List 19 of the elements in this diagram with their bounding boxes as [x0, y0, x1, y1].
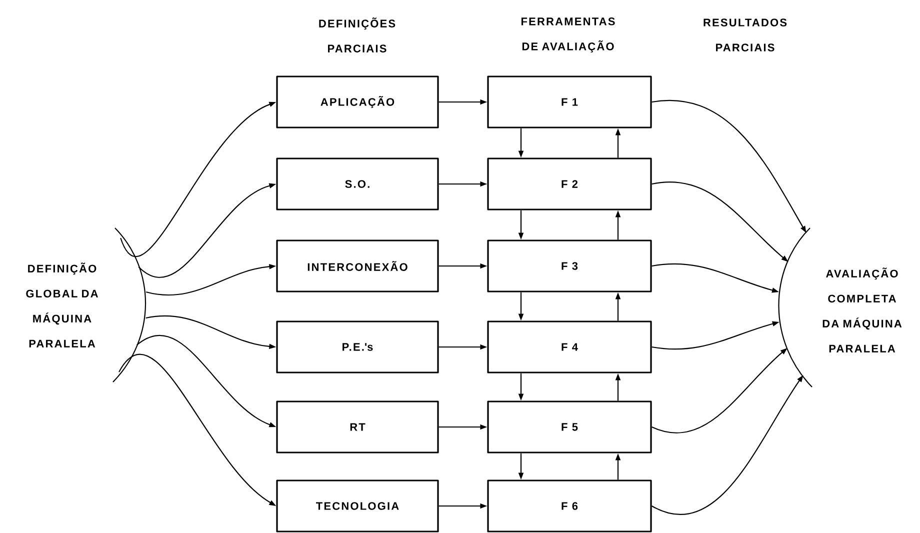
process-box: INTERCONEXÃO [276, 240, 439, 292]
process-box: F 3 [487, 240, 652, 292]
process-box: TECNOLOGIA [276, 480, 439, 532]
process-box: RT [276, 400, 439, 454]
evaluation-arc [778, 228, 812, 388]
process-box: F 2 [487, 158, 652, 210]
process-box: F 1 [487, 76, 652, 128]
process-box: P.E.'s [276, 320, 439, 374]
node-text: AVALIAÇÃO COMPLETA DA MÁQUINA PARALELA [822, 268, 902, 352]
column-heading: DEFINIÇÕES PARCIAIS [319, 18, 396, 52]
process-box: F 6 [487, 480, 652, 532]
column-heading: RESULTADOS PARCIAIS [704, 18, 787, 52]
process-box: F 5 [487, 400, 652, 454]
process-box: F 4 [487, 320, 652, 374]
node-text: DEFINIÇÃO GLOBAL DA MÁQUINA PARALELA [26, 262, 98, 348]
definition-arc [112, 228, 146, 382]
column-heading: FERRAMENTAS DE AVALIAÇÃO [522, 18, 615, 52]
process-box: APLICAÇÃO [276, 76, 439, 128]
process-box: S.O. [276, 158, 439, 210]
